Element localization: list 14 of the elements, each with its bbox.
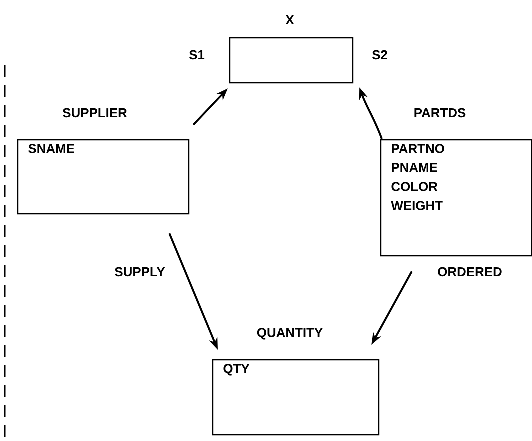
edge-label: ORDERED <box>436 266 504 278</box>
record-name: PARTDS <box>414 108 466 118</box>
field-name: WEIGHT <box>391 201 443 210</box>
record-name: SUPPLIER <box>63 108 128 118</box>
record-name: QUANTITY <box>257 328 323 340</box>
side-label: S1 <box>189 50 205 60</box>
field-name: PARTNO <box>392 144 444 154</box>
record-name: X <box>286 16 294 24</box>
edge-label: SUPPLY <box>114 266 166 278</box>
field-name: COLOR <box>392 182 438 192</box>
side-label: S2 <box>372 50 388 60</box>
field-name: QTY <box>224 364 250 376</box>
field-name: PNAME <box>392 163 438 172</box>
field-name: SNAME <box>28 144 74 154</box>
